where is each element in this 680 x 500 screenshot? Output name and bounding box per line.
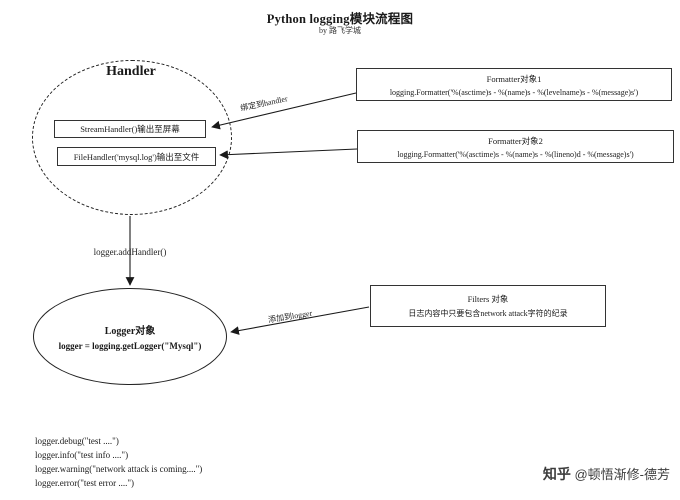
diagram-title: Python logging模块流程图: [266, 12, 414, 26]
add-to-logger-label: 添加到logger: [267, 308, 313, 325]
diagram-subtitle: by 路飞学城: [319, 26, 361, 35]
formatter2-box: Formatter对象2 logging.Formatter('%(asctim…: [357, 130, 674, 163]
formatter2-title: Formatter对象2: [488, 135, 543, 146]
file-handler-box: FileHandler('mysql.log')输出至文件: [57, 147, 216, 166]
arrow-formatter2-to-filehandler: [219, 148, 358, 160]
stream-handler-box: StreamHandler()输出至屏幕: [54, 120, 206, 138]
filters-box: Filters 对象 日志内容中只要包含network attack字符的纪录: [370, 285, 606, 327]
zhihu-logo: 知乎: [542, 466, 571, 482]
watermark: 知乎 @顿悟渐修-德芳: [470, 464, 670, 484]
code-line: logger.warning("network attack is coming…: [35, 464, 203, 474]
code-line: logger.info("test info ...."): [35, 450, 129, 460]
formatter2-code: logging.Formatter('%(asctime)s - %(name)…: [397, 149, 634, 159]
add-handler-label: logger.addHandler(): [93, 247, 167, 257]
filters-title: Filters 对象: [467, 294, 509, 304]
logger-title: Logger对象: [104, 326, 156, 337]
code-line: logger.debug("test ...."): [35, 436, 119, 446]
formatter1-code: logging.Formatter('%(asctime)s - %(name)…: [389, 87, 639, 97]
code-block: logger.debug("test ....") logger.info("t…: [35, 434, 202, 490]
formatter1-title: Formatter对象1: [486, 73, 542, 84]
filters-desc: 日志内容中只要包含network attack字符的纪录: [408, 309, 568, 318]
handler-label: Handler: [106, 64, 156, 79]
handler-ellipse: [32, 60, 232, 215]
logger-code: logger = logging.getLogger("Mysql"): [58, 341, 202, 351]
logger-ellipse: Logger对象 logger = logging.getLogger("Mys…: [33, 288, 227, 385]
bind-to-handler-label: 绑定到handler: [239, 94, 289, 113]
watermark-handle: @顿悟渐修-德芳: [574, 467, 670, 482]
code-line: logger.error("test error ...."): [35, 478, 135, 488]
formatter1-box: Formatter对象1 logging.Formatter('%(asctim…: [356, 68, 672, 101]
